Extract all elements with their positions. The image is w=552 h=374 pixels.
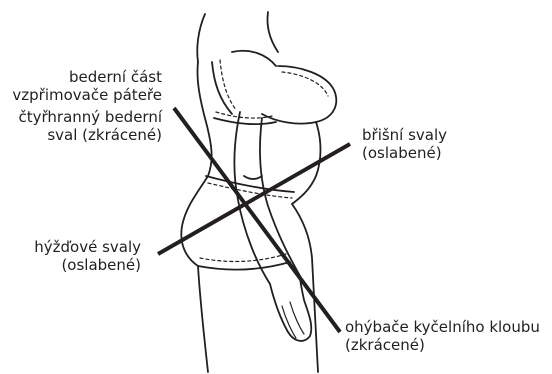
briefs-leg-seam (200, 254, 286, 261)
neck-back-outline (197, 14, 205, 62)
posture-axes (158, 108, 350, 332)
label-gluteal-muscles: hýžďové svaly (oslabené) (1, 238, 141, 274)
elbow-crease (244, 176, 262, 179)
label-abdominal-muscles: břišní svaly (oslabené) (362, 126, 502, 162)
shoulder-outline (232, 51, 276, 66)
bra-cup-seam (282, 72, 328, 96)
thigh-back-outline (198, 266, 208, 372)
bra-strap-inner (220, 60, 236, 110)
axis-line-gluteal-to-abdominal (158, 144, 350, 254)
briefs-outline (198, 262, 290, 269)
body-outline (181, 12, 336, 372)
label-lumbar-erector-spinae: bederní část vzpřimovače páteře (0, 68, 162, 104)
bra-strap (212, 62, 232, 114)
bra-band (214, 118, 276, 124)
neck-front-outline (267, 12, 278, 52)
back-outline (181, 62, 211, 266)
label-hip-flexors: ohýbače kyčelního kloubu (zkrácené) (345, 318, 550, 354)
axis-line-back-to-hip-flexor (174, 108, 340, 332)
finger-lines (282, 302, 304, 338)
bra-cup (262, 66, 336, 124)
label-quadratus-lumborum: čtyřhranný bederní sval (zkrácené) (0, 108, 162, 144)
